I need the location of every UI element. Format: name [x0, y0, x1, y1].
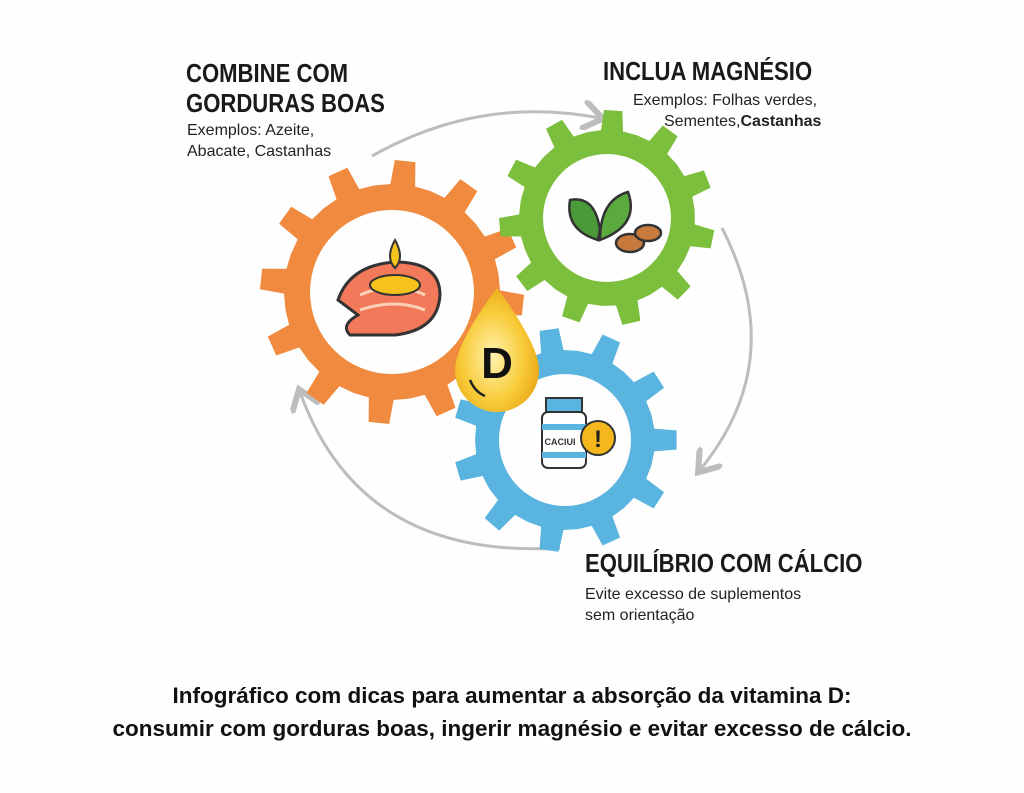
- calcium-note-line1: Evite excesso de suplementos: [585, 586, 802, 603]
- salmon-oil-icon: [336, 237, 442, 337]
- magnesium-title: INCLUA MAGNÉSIO: [603, 56, 813, 86]
- caption-line2: consumir com gorduras boas, ingerir magn…: [112, 716, 912, 741]
- magnesium-castanhas: Castanhas: [740, 113, 822, 130]
- calcium-note-line2: sem orientação: [585, 607, 695, 624]
- cycle-arrow-right: [700, 227, 753, 470]
- fats-title-line2: GORDURAS BOAS: [186, 88, 385, 118]
- leaves-nuts-icon: [568, 190, 663, 254]
- bottle-label: CACIUI: [545, 437, 576, 447]
- warning-icon: !: [594, 426, 602, 453]
- fats-examples-line2: Abacate, Castanhas: [187, 143, 332, 160]
- magnesium-examples-line2: Sementes,Castanhas: [664, 111, 821, 132]
- caption-line1: Infográfico com dicas para aumentar a ab…: [172, 683, 852, 708]
- cycle-arrow-left: [300, 392, 561, 551]
- magnesium-examples-line1: Exemplos: Folhas verdes,: [633, 92, 818, 109]
- calcium-bottle-icon: [541, 397, 616, 469]
- magnesium-sementes: Sementes,: [664, 113, 741, 130]
- fats-title-line1: COMBINE COM: [186, 58, 349, 88]
- vitamin-d-letter: D: [481, 339, 513, 388]
- cycle-arrow-top: [371, 112, 600, 158]
- gear-green: [499, 110, 715, 325]
- calcium-title: EQUILÍBRIO COM CÁLCIO: [585, 548, 863, 578]
- vitamin-d-drop: [455, 288, 539, 412]
- fats-examples-line1: Exemplos: Azeite,: [187, 122, 315, 139]
